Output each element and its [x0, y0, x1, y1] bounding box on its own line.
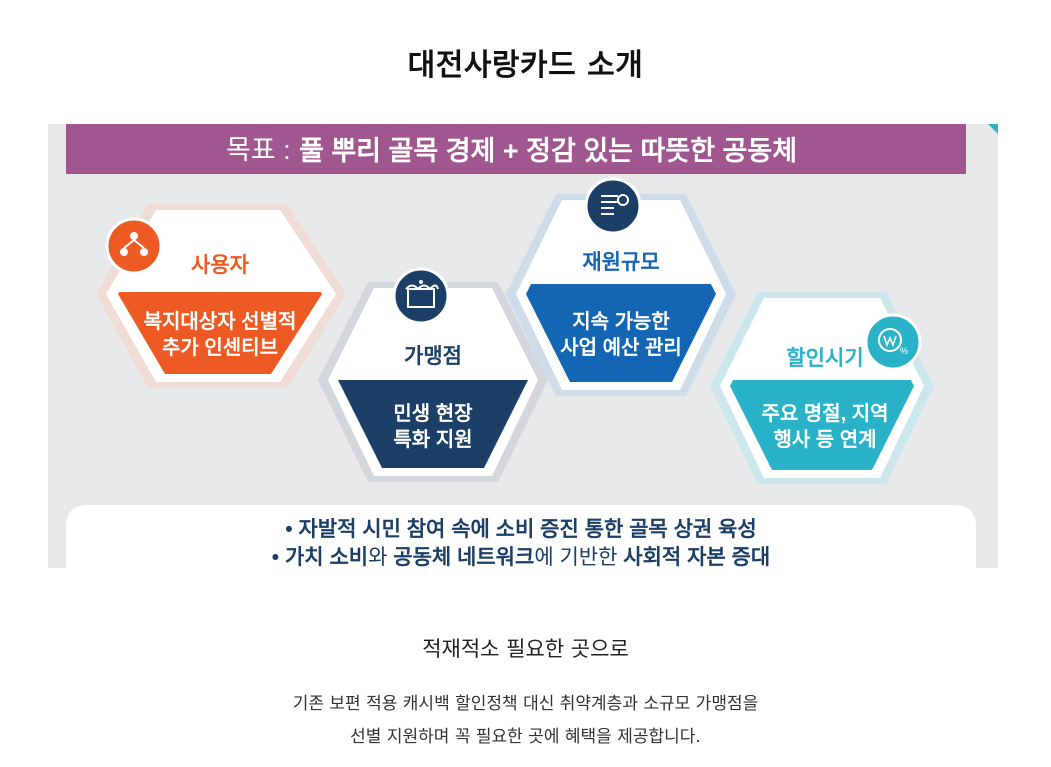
- card-users-line1: 복지대상자 선별적: [144, 310, 297, 333]
- won-discount-icon: %: [864, 313, 922, 371]
- description-line-1: 기존 보편 적용 캐시백 할인정책 대신 취약계층과 소규모 가맹점을: [292, 694, 759, 714]
- card-discount-line1: 주요 명절, 지역: [761, 402, 888, 425]
- summary-conj-2: 에 기반한: [534, 546, 623, 568]
- card-budget-line2: 사업 예산 관리: [560, 336, 682, 359]
- card-discount-timing: 할인시기 주요 명절, 지역 행사 등 연계 %: [710, 292, 934, 484]
- budget-list-icon: [584, 177, 642, 235]
- goal-prefix: 목표 :: [226, 135, 291, 165]
- card-budget-title: 재원규모: [582, 251, 659, 274]
- goal-banner: [66, 124, 966, 174]
- card-discount-line2: 행사 등 연계: [773, 428, 876, 451]
- svg-text:%: %: [900, 346, 908, 356]
- card-merchants: 가맹점 민생 현장 특화 지원: [318, 267, 548, 482]
- summary-line-2: • 가치 소비와 공동체 네트워크에 기반한 사회적 자본 증대: [272, 546, 770, 568]
- card-merchants-line2: 특화 지원: [393, 428, 472, 451]
- summary-social-capital: 사회적 자본 증대: [623, 546, 770, 568]
- card-users-line2: 추가 인센티브: [162, 336, 278, 359]
- infographic-image: 목표 : 풀 뿌리 골목 경제 + 정감 있는 따뜻한 공동체 사용자 복지대상…: [48, 124, 998, 568]
- card-discount-title: 할인시기: [786, 347, 863, 370]
- shop-awning-icon: [392, 267, 450, 325]
- corner-accent: [988, 124, 998, 134]
- section-subtitle: 적재적소 필요한 곳으로: [422, 637, 629, 661]
- summary-panel: • 자발적 시민 참여 속에 소비 증진 통한 골목 상권 육성 • 가치 소비…: [66, 505, 976, 568]
- summary-value-consumption: • 가치 소비: [272, 546, 368, 568]
- card-merchants-title: 가맹점: [404, 345, 462, 368]
- users-network-icon: [105, 217, 163, 275]
- card-merchants-line1: 민생 현장: [393, 402, 473, 425]
- card-users: 사용자 복지대상자 선별적 추가 인센티브: [96, 204, 346, 388]
- card-budget-line1: 지속 가능한: [572, 310, 670, 333]
- page-title: 대전사랑카드 소개: [407, 48, 644, 83]
- summary-line-1: • 자발적 시민 참여 속에 소비 증진 통한 골목 상권 육성: [285, 518, 756, 541]
- summary-conj-1: 와: [368, 546, 393, 568]
- card-budget: 재원규모 지속 가능한 사업 예산 관리: [506, 177, 736, 396]
- goal-text: 풀 뿌리 골목 경제 + 정감 있는 따뜻한 공동체: [299, 136, 797, 166]
- card-users-title: 사용자: [191, 254, 250, 277]
- description-line-2: 선별 지원하며 꼭 필요한 곳에 혜택을 제공합니다.: [350, 727, 701, 747]
- section-description: 기존 보편 적용 캐시백 할인정책 대신 취약계층과 소규모 가맹점을 선별 지…: [0, 688, 1051, 754]
- summary-community-network: 공동체 네트워크: [393, 546, 534, 568]
